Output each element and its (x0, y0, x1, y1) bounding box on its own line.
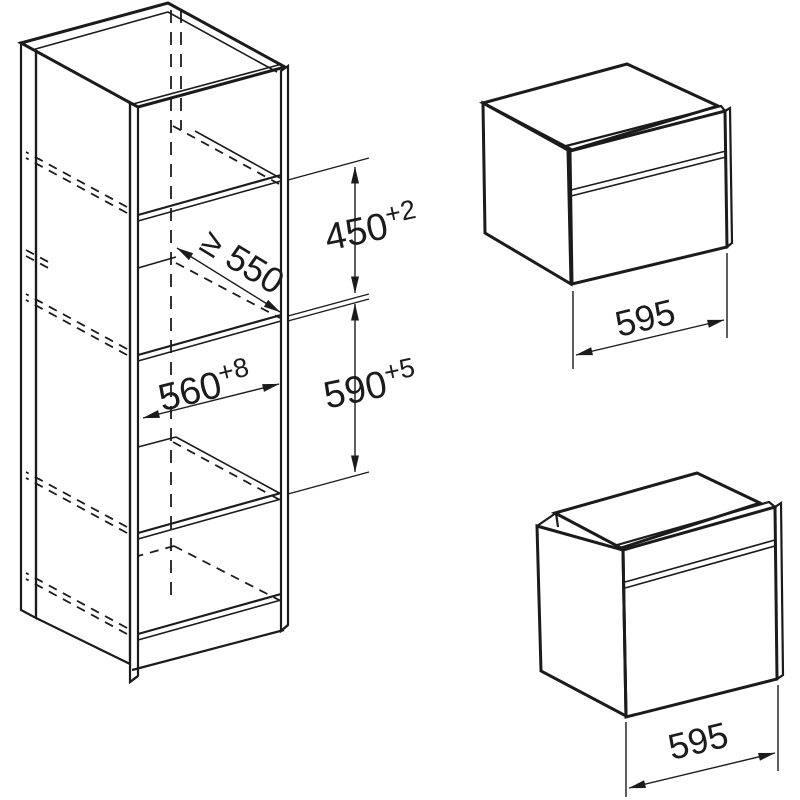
dim-label-590: 590+5 (319, 352, 421, 418)
floor-hidden-junction (173, 545, 282, 602)
compact-fascia-front-face (568, 109, 729, 286)
oven-body-top-face (550, 471, 765, 550)
floor-left-hidden (25, 572, 128, 629)
dimension-min-depth-550: ≥ 550 (176, 220, 292, 313)
dim-line-595t (575, 319, 725, 356)
shelf-1-left-hidden-b (25, 157, 128, 214)
ext-line-590-top (287, 298, 370, 322)
ext-line-450-bottom (287, 293, 370, 317)
dim-label-560: 560+8 (153, 352, 256, 420)
dimension-560-plus8: 560+8 (142, 352, 280, 420)
dim-label-595-top: 595 (611, 291, 679, 345)
dim-line-550 (176, 247, 281, 313)
oven-body-left-face (535, 524, 628, 719)
dimension-450-plus2: 450+2 (287, 157, 422, 322)
dimension-590-plus5: 590+5 (287, 303, 421, 495)
shelf-3 (25, 436, 282, 540)
dim-line-560 (142, 383, 280, 419)
cabinet-top-front-edge-double (132, 63, 283, 105)
divider-left-hidden (25, 293, 128, 350)
dim-label-450: 450+2 (320, 194, 422, 260)
cabinet-feet (129, 624, 289, 683)
shelf-3-back-edge (137, 436, 177, 448)
floor-hidden-back-edge (137, 545, 175, 557)
dim-label-595-bottom: 595 (664, 714, 732, 768)
tall-housing-unit-drawing (17, 1, 290, 685)
left-panel-back-edge-strip (19, 41, 38, 620)
shelf-1-left-hidden (25, 151, 128, 208)
shelf-3-left-hidden-b (25, 477, 128, 534)
oven-control-panel-line (624, 539, 776, 583)
bottom-front-line (131, 628, 285, 672)
dimension-595-bottom: 595 (625, 685, 779, 797)
ext-line-450-top (287, 157, 370, 181)
dim-label-550: ≥ 550 (194, 220, 292, 302)
right-wall-front-strip (279, 63, 290, 634)
panel-hidden-mark-b (25, 255, 55, 272)
oven-top-step-corner (554, 512, 560, 528)
floor-left-hidden-b (25, 578, 128, 635)
shelf-3-wall-junction (175, 436, 282, 495)
dim-line-595b (628, 752, 776, 789)
left-panel-front-edge-strip (128, 101, 140, 685)
shelf-3-left-hidden (25, 471, 128, 528)
shelf-1 (25, 125, 282, 222)
left-side-panel-face (34, 49, 132, 666)
oven-drawing (535, 471, 785, 719)
left-foot-cut (129, 675, 139, 683)
compact-appliance-drawing (478, 62, 734, 287)
cabinet-floor (25, 545, 282, 641)
dimension-595-top: 595 (572, 253, 728, 369)
oven-top-step-edge (536, 512, 557, 527)
shelf-1-hidden-junction (172, 125, 280, 185)
panel-hidden-mark (25, 249, 55, 266)
shelf-3-hidden-junction (172, 441, 281, 501)
oven-fascia-front-face (621, 505, 779, 719)
shelf-1-wall-junction (194, 130, 281, 179)
compact-body-left-face (481, 100, 573, 287)
compact-control-panel-line (570, 150, 727, 191)
compact-control-panel-line-b (570, 156, 727, 197)
divider-back-edge (137, 256, 177, 269)
divider-left-hidden-b (25, 299, 128, 356)
ext-line-590-bottom (287, 471, 370, 495)
oven-control-panel-line-b (624, 545, 776, 589)
cabinet-top-face-inner-edges (31, 11, 278, 73)
